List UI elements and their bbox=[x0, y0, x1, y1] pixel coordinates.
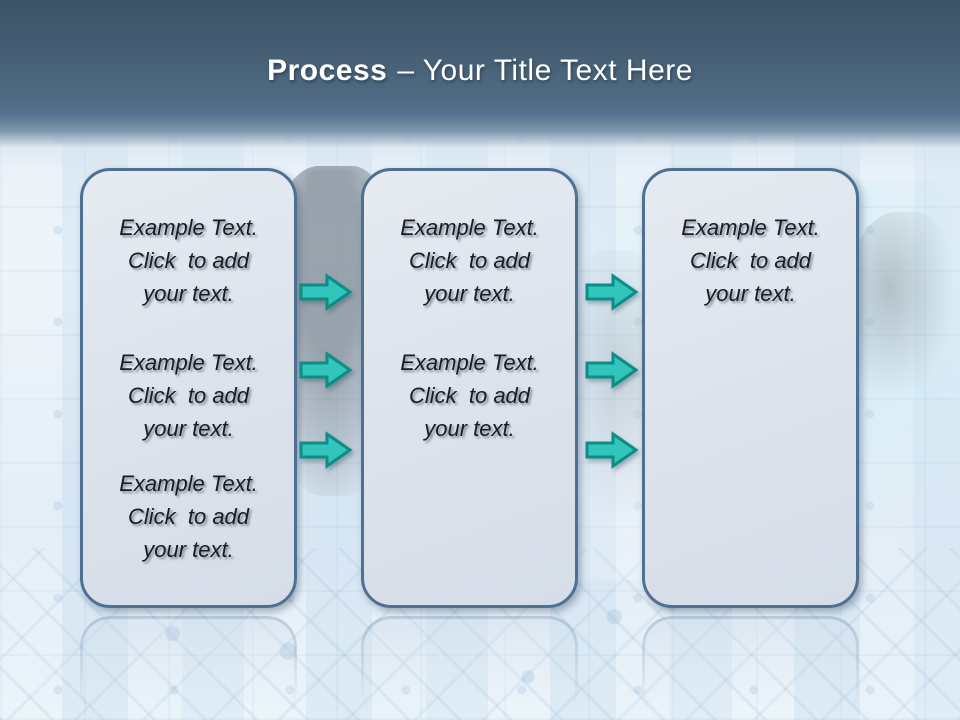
text-line: Click to add bbox=[127, 248, 250, 273]
text-line: Example Text. bbox=[119, 471, 258, 496]
slide-title: Process – Your Title Text Here bbox=[0, 54, 960, 88]
text-line: Click to add bbox=[408, 248, 531, 273]
arrow-right-icon bbox=[585, 273, 639, 311]
text-placeholder[interactable]: Example Text. Click to add your text. bbox=[372, 211, 567, 310]
text-line: your text. bbox=[143, 416, 234, 441]
process-box-1[interactable]: Example Text. Click to add your text. Ex… bbox=[80, 168, 297, 608]
text-line: Example Text. bbox=[400, 215, 539, 240]
arrow-right-icon bbox=[299, 351, 353, 389]
text-placeholder[interactable]: Example Text. Click to add your text. bbox=[653, 211, 848, 310]
world-map-silhouette bbox=[846, 212, 956, 402]
title-subtitle: – Your Title Text Here bbox=[397, 54, 693, 87]
box-reflection bbox=[80, 616, 297, 720]
arrow-right-icon bbox=[299, 431, 353, 469]
text-line: Example Text. bbox=[119, 350, 258, 375]
text-line: your text. bbox=[143, 537, 234, 562]
text-line: Click to add bbox=[127, 383, 250, 408]
header-band bbox=[0, 0, 960, 172]
process-box-3[interactable]: Example Text. Click to add your text. bbox=[642, 168, 859, 608]
text-line: Click to add bbox=[127, 504, 250, 529]
text-placeholder[interactable]: Example Text. Click to add your text. bbox=[91, 346, 286, 445]
text-line: Click to add bbox=[408, 383, 531, 408]
arrow-right-icon bbox=[585, 431, 639, 469]
text-line: your text. bbox=[143, 281, 234, 306]
text-line: Example Text. bbox=[400, 350, 539, 375]
arrow-right-icon bbox=[585, 351, 639, 389]
text-line: Example Text. bbox=[681, 215, 820, 240]
process-box-2[interactable]: Example Text. Click to add your text. Ex… bbox=[361, 168, 578, 608]
text-line: your text. bbox=[424, 281, 515, 306]
title-keyword: Process bbox=[267, 54, 388, 87]
text-line: your text. bbox=[705, 281, 796, 306]
text-placeholder[interactable]: Example Text. Click to add your text. bbox=[91, 467, 286, 566]
box-reflection bbox=[642, 616, 859, 720]
text-line: Click to add bbox=[689, 248, 812, 273]
text-line: your text. bbox=[424, 416, 515, 441]
text-placeholder[interactable]: Example Text. Click to add your text. bbox=[372, 346, 567, 445]
text-placeholder[interactable]: Example Text. Click to add your text. bbox=[91, 211, 286, 310]
box-reflection bbox=[361, 616, 578, 720]
text-line: Example Text. bbox=[119, 215, 258, 240]
arrow-right-icon bbox=[299, 273, 353, 311]
